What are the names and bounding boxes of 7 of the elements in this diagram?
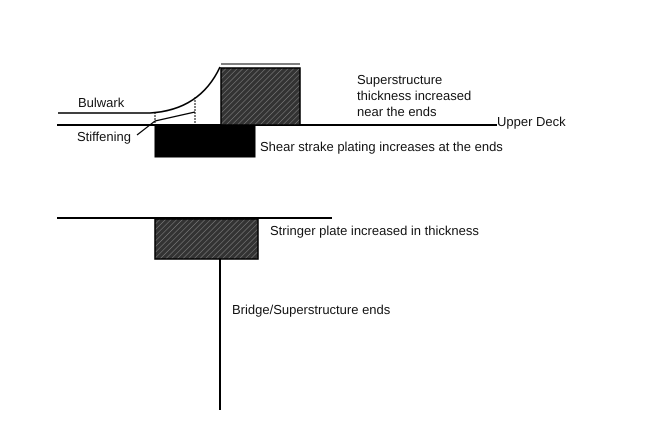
part-label: Stiffening [77, 129, 132, 145]
part-label: Bridge/Superstructure ends [232, 302, 392, 318]
part-label: Stringer plate increased in thickness [270, 223, 480, 239]
part-label: Superstructure thickness increased near the ends [357, 72, 472, 120]
part-label: Shear strake plating increases at the ends [260, 139, 504, 155]
part-label: Bulwark [78, 95, 126, 111]
part-label: Upper Deck [497, 114, 567, 130]
